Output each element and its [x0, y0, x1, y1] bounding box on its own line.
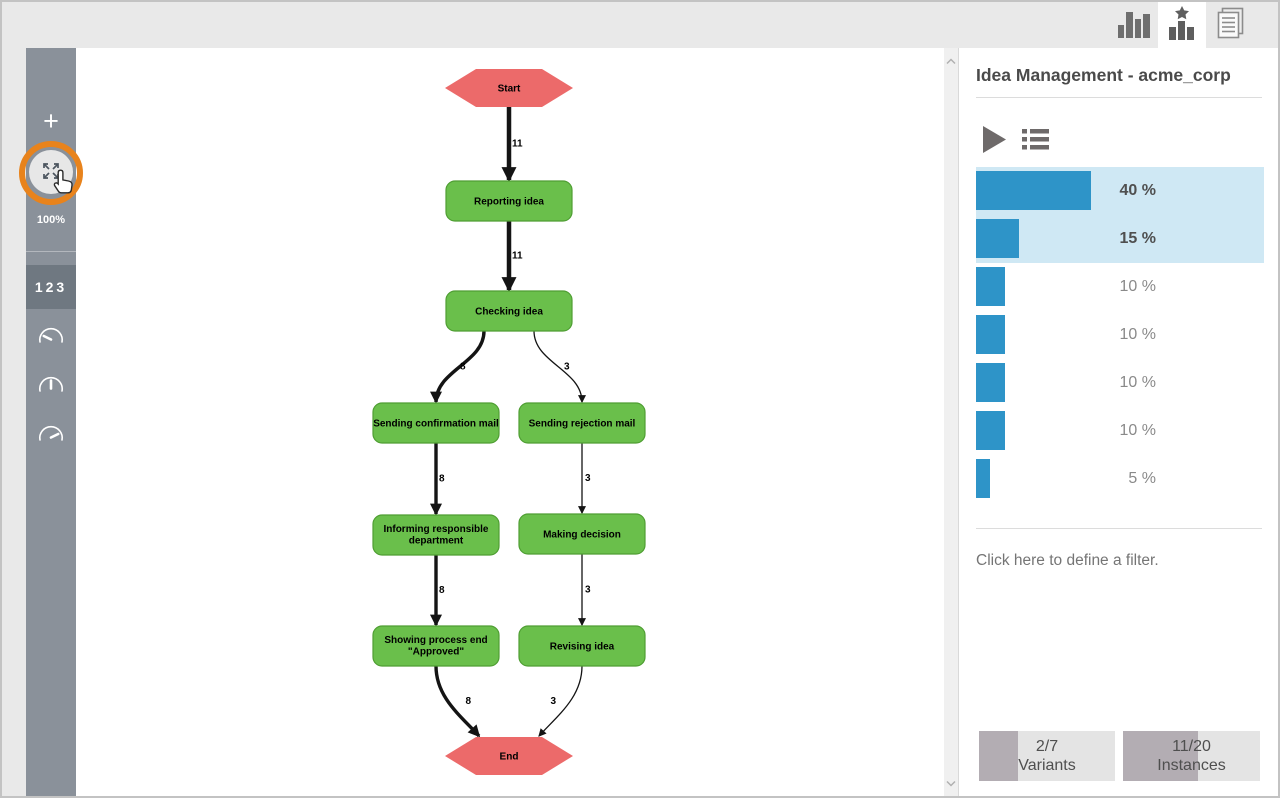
- frequency-mode-button[interactable]: 123: [26, 265, 76, 309]
- flow-node-showing[interactable]: Showing process end"Approved": [372, 625, 500, 667]
- flow-edge-label: 8: [439, 474, 445, 485]
- variant-row[interactable]: 10 %: [976, 311, 1264, 359]
- gauge-fast-button[interactable]: [26, 416, 76, 452]
- flow-edge-revising-end: [538, 665, 583, 737]
- flow-edge-showing-end: [434, 665, 481, 738]
- variant-row[interactable]: 10 %: [976, 359, 1264, 407]
- variant-row[interactable]: 10 %: [976, 407, 1264, 455]
- tab-variants[interactable]: [1158, 2, 1206, 48]
- variant-frequency-bar[interactable]: [976, 267, 1005, 306]
- instances-stat-box: 11/20 Instances: [1123, 731, 1260, 781]
- variant-frequency-bar[interactable]: [976, 411, 1005, 450]
- bar-chart-star-icon: [1168, 5, 1196, 45]
- gauge-medium-icon: [36, 373, 66, 398]
- flow-node-label: Revising idea: [550, 642, 615, 653]
- gauge-slow-button[interactable]: [26, 318, 76, 354]
- variant-percent: 10 %: [1119, 326, 1156, 343]
- flow-edge-label: 8: [466, 696, 472, 707]
- zoom-level: 100%: [36, 214, 66, 226]
- variants-stat-fill: [979, 731, 1018, 781]
- variant-percent: 10 %: [1119, 374, 1156, 391]
- play-icon: [983, 126, 1006, 156]
- list-icon: [1022, 129, 1049, 154]
- variant-percent: 5 %: [1128, 470, 1156, 487]
- flow-edge-label: 3: [551, 696, 557, 707]
- flow-node-reject[interactable]: Sending rejection mail: [518, 402, 646, 444]
- variant-percent: 15 %: [1119, 230, 1156, 247]
- variant-percent: 40 %: [1119, 182, 1156, 199]
- variant-frequency-bar[interactable]: [976, 315, 1005, 354]
- scroll-up-icon[interactable]: [946, 52, 956, 70]
- variant-row[interactable]: 10 %: [976, 263, 1264, 311]
- variant-frequency-bar[interactable]: [976, 219, 1020, 258]
- flow-node-label: Start: [498, 84, 521, 95]
- define-filter-link[interactable]: Click here to define a filter.: [976, 552, 1159, 569]
- flow-node-decision[interactable]: Making decision: [518, 513, 646, 555]
- variants-count: 2/7: [1035, 737, 1059, 755]
- fit-to-screen-icon: [41, 161, 61, 184]
- flow-node-label: Making decision: [543, 530, 621, 541]
- flow-node-reporting[interactable]: Reporting idea: [445, 180, 573, 222]
- gauge-fast-icon: [36, 422, 66, 447]
- variants-label: Variants: [1018, 757, 1076, 774]
- flow-edge-checking-confirm: [430, 330, 486, 404]
- tab-statistics[interactable]: [1110, 2, 1158, 48]
- flow-node-start[interactable]: Start: [445, 69, 573, 107]
- flow-edge-checking-reject: [533, 330, 586, 404]
- canvas-scrollbar[interactable]: [944, 48, 958, 796]
- variant-row[interactable]: 5 %: [976, 455, 1264, 503]
- divider: [976, 528, 1262, 529]
- toolbar-divider: [26, 251, 76, 252]
- variant-percent: 10 %: [1119, 422, 1156, 439]
- view-tabs: [1110, 2, 1254, 48]
- flow-node-label: Sending confirmation mail: [373, 419, 499, 430]
- canvas-toolbar: + − 100% 123: [26, 48, 76, 796]
- variant-row[interactable]: 15 %: [976, 215, 1264, 263]
- play-animation-button[interactable]: [983, 126, 1006, 156]
- zoom-in-button[interactable]: +: [26, 103, 76, 139]
- bar-chart-icon: [1117, 8, 1151, 43]
- flow-node-confirm[interactable]: Sending confirmation mail: [372, 402, 500, 444]
- scroll-down-icon[interactable]: [946, 774, 956, 792]
- instances-stat-fill: [1123, 731, 1199, 781]
- flow-node-checking[interactable]: Checking idea: [445, 290, 573, 332]
- instances-label: Instances: [1157, 757, 1226, 774]
- variants-panel: Idea Management - acme_corp 40 % 15 % 10 %…: [958, 48, 1278, 796]
- flow-edge-label: 11: [512, 251, 523, 262]
- tab-report[interactable]: [1206, 2, 1254, 48]
- variant-row[interactable]: 40 %: [976, 167, 1264, 215]
- report-document-icon: [1215, 7, 1245, 44]
- flow-node-label: Sending rejection mail: [529, 419, 636, 430]
- fit-to-screen-button[interactable]: [29, 150, 73, 194]
- instances-count: 11/20: [1172, 737, 1211, 755]
- variant-percent: 10 %: [1119, 278, 1156, 295]
- gauge-medium-button[interactable]: [26, 367, 76, 403]
- panel-title: Idea Management - acme_corp: [976, 65, 1231, 85]
- flow-node-end[interactable]: End: [445, 737, 573, 775]
- flow-node-label: Checking idea: [475, 307, 543, 318]
- divider: [976, 97, 1262, 98]
- flow-node-label: Reporting idea: [474, 197, 544, 208]
- flow-node-label: Showing process end"Approved": [384, 635, 487, 658]
- gauge-slow-icon: [36, 324, 66, 349]
- flow-edge-label: 8: [460, 362, 466, 373]
- variants-stat-box: 2/7 Variants: [979, 731, 1115, 781]
- flow-node-revising[interactable]: Revising idea: [518, 625, 646, 667]
- flow-edge-label: 3: [585, 585, 591, 596]
- flow-edge-label: 11: [512, 139, 523, 150]
- flow-node-label: End: [500, 752, 519, 763]
- variant-frequency-bar[interactable]: [976, 171, 1092, 210]
- variant-list: 40 % 15 % 10 % 10 % 10 % 10 % 5 %: [976, 167, 1264, 503]
- flow-edge-label: 8: [439, 585, 445, 596]
- variant-frequency-bar[interactable]: [976, 363, 1005, 402]
- variant-frequency-bar[interactable]: [976, 459, 991, 498]
- variant-list-button[interactable]: [1022, 128, 1049, 154]
- flow-edge-label: 3: [585, 473, 591, 484]
- flow-edge-label: 3: [564, 362, 570, 373]
- selection-stats: 2/7 Variants 11/20 Instances: [979, 731, 1260, 781]
